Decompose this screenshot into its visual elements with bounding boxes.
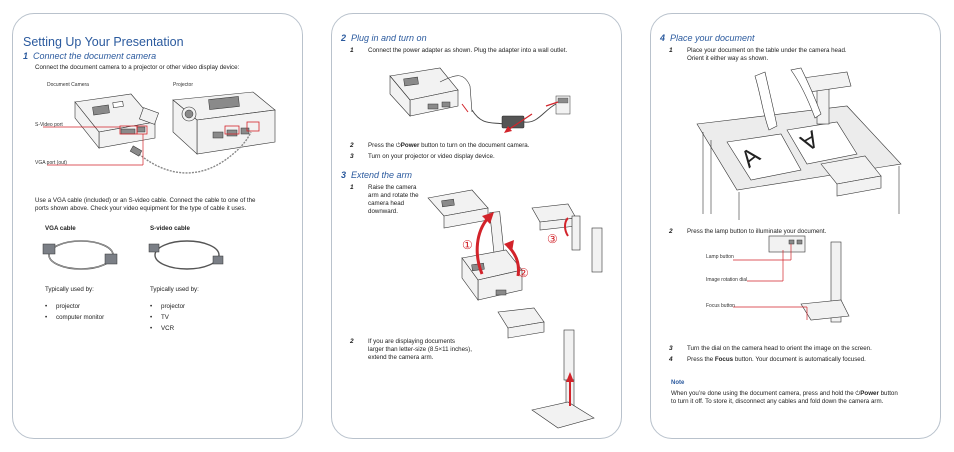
place-step-3: Turn the dial on the camera head to orie…	[687, 345, 872, 352]
step-4-prefix: Press the	[687, 356, 714, 363]
place-step-1-line-2: Orient it either way as shown.	[687, 55, 769, 62]
step-2-suffix: button to turn on the document camera.	[421, 142, 530, 149]
step-number: 3	[350, 153, 354, 160]
arm-step-1-line-4: downward.	[368, 208, 398, 215]
section-number: 4	[660, 33, 666, 43]
label-focus-button: Focus button	[706, 303, 735, 309]
section-title: Extend the arm	[351, 170, 413, 180]
callout-2: ②	[518, 266, 529, 280]
label-svideo-port: S-Video port	[35, 122, 63, 128]
power-label: Power	[860, 390, 879, 397]
vga-item-monitor: computer monitor	[45, 314, 104, 322]
svideo-item-tv: TV	[150, 314, 169, 322]
step-number: 1	[350, 47, 354, 54]
note-title: Note	[671, 380, 685, 386]
arm-step-2-line-3: extend the camera arm.	[368, 354, 434, 361]
step-number: 1	[669, 47, 673, 54]
power-icon: ⏻	[855, 390, 861, 397]
page-title: Setting Up Your Presentation	[23, 35, 184, 49]
camera-head-buttons-illustration	[733, 235, 850, 323]
note-prefix: When you’re done using the document came…	[671, 390, 854, 397]
note-line-1: When you’re done using the document came…	[671, 390, 898, 398]
power-label: Power	[400, 142, 420, 149]
arm-step-2-line-1: If you are displaying documents	[368, 338, 456, 345]
section-title: Plug in and turn on	[351, 33, 427, 43]
section-title: Connect the document camera	[33, 51, 157, 61]
step-number: 2	[669, 228, 673, 235]
arm-step-1-line-2: arm and rotate the	[368, 192, 419, 199]
power-adapter-illustration	[389, 67, 571, 133]
section-extend-heading: 3 Extend the arm	[341, 170, 412, 180]
step-4-suffix: button. Your document is automatically f…	[734, 356, 866, 363]
section-number: 2	[341, 33, 347, 43]
focus-label: Focus	[714, 356, 734, 363]
cable-instructions-1: Use a VGA cable (included) or an S-video…	[35, 197, 256, 204]
place-step-2: Press the lamp button to illuminate your…	[687, 228, 827, 235]
label-image-rotation-dial: Image rotation dial	[706, 277, 748, 283]
vga-item-projector: projector	[45, 303, 80, 311]
label-document-camera: Document Camera	[47, 82, 89, 88]
panel-plug-extend: 2 Plug in and turn on 1 Connect the power…	[331, 13, 622, 439]
callout-1: ①	[462, 238, 473, 252]
section-number: 1	[23, 51, 29, 61]
plug-step-2: Press the ⏻Power button to turn on the d…	[368, 142, 529, 150]
section-place-heading: 4 Place your document	[660, 33, 755, 43]
step-number: 1	[350, 184, 354, 191]
vga-cable-heading: VGA cable	[45, 225, 76, 232]
vga-cable-icon	[42, 240, 118, 270]
step-number: 4	[669, 356, 673, 363]
extend-arm-illustration	[427, 189, 603, 429]
svideo-used-by: Typically used by:	[150, 286, 199, 293]
svideo-item-vcr: VCR	[150, 325, 174, 333]
label-lamp-button: Lamp button	[706, 254, 734, 260]
step-number: 2	[350, 338, 354, 345]
step-number: 3	[669, 345, 673, 352]
label-projector: Projector	[173, 82, 194, 88]
projector-drawing	[172, 91, 276, 155]
note-line-2: to turn it off. To store it, disconnect …	[671, 398, 884, 405]
step-number: 2	[350, 142, 354, 149]
section-plug-heading: 2 Plug in and turn on	[341, 33, 427, 43]
label-vga-port: VGA port (out)	[35, 160, 67, 166]
step-2-prefix: Press the	[368, 142, 395, 149]
callout-3: ③	[547, 232, 558, 246]
intro-text: Connect the document camera to a project…	[35, 64, 240, 71]
arm-step-1-line-1: Raise the camera	[368, 184, 417, 191]
panel-place-document: 4 Place your document 1 Place your docume…	[650, 13, 941, 439]
svideo-item-projector: projector	[150, 303, 185, 311]
place-step-1-line-1: Place your document on the table under t…	[687, 47, 847, 54]
document-camera-drawing	[74, 93, 159, 149]
place-document-illustration	[696, 67, 902, 220]
plug-step-1: Connect the power adapter as shown. Plug…	[368, 47, 568, 54]
place-step-4: Press the Focus button. Your document is…	[687, 356, 866, 364]
arm-step-2-line-2: larger than letter-size (8.5×11 inches),	[368, 346, 472, 353]
power-icon: ⏻	[395, 142, 401, 149]
plug-step-3: Turn on your projector or video display …	[368, 153, 495, 160]
camera-projector-illustration	[43, 91, 276, 174]
section-number: 3	[341, 170, 347, 180]
note-suffix: button	[880, 390, 898, 397]
svideo-cable-heading: S-video cable	[150, 225, 190, 232]
arm-step-1-line-3: camera head	[368, 200, 405, 207]
cable-instructions-2: ports shown above. Check your video equi…	[35, 205, 247, 212]
section-title: Place your document	[670, 33, 755, 43]
svideo-cable-icon	[148, 240, 224, 270]
section-connect-heading: 1 Connect the document camera	[23, 51, 156, 61]
vga-used-by: Typically used by:	[45, 286, 94, 293]
